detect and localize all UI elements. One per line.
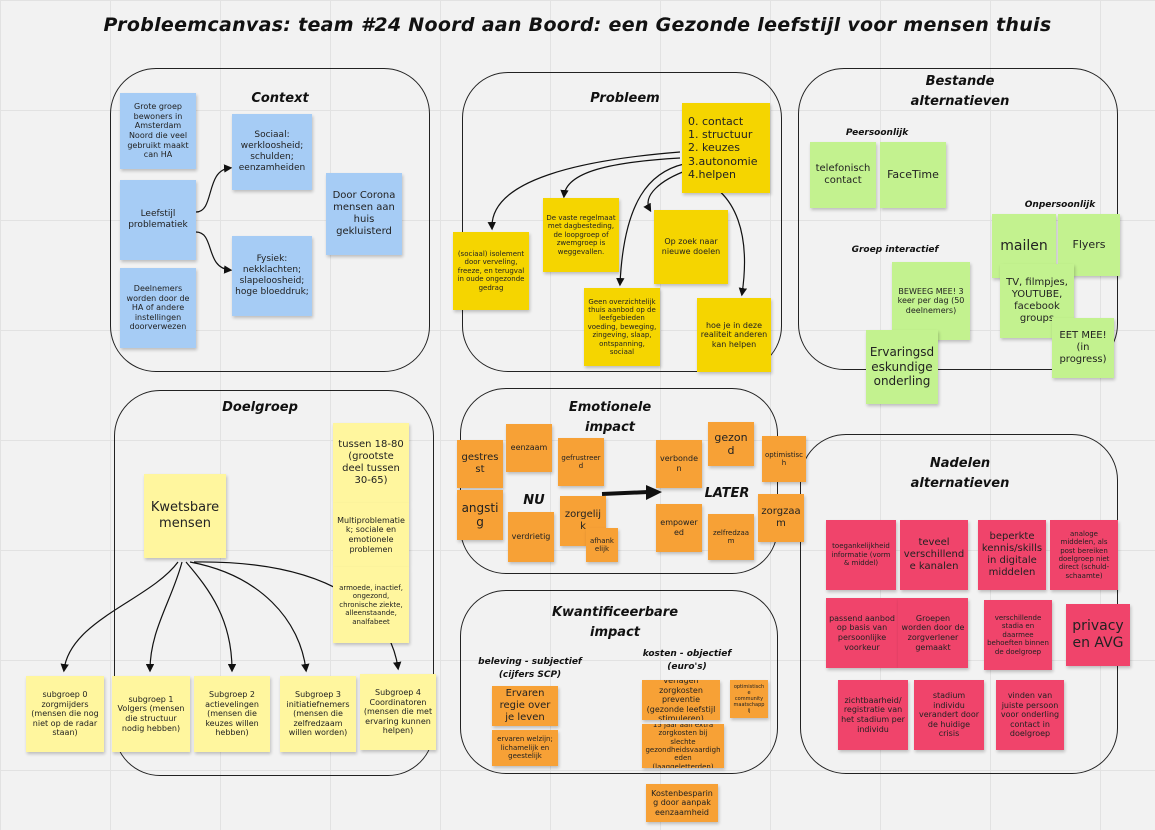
note-subgroep-2[interactable]: Subgroep 2 actievelingen (mensen die keu… — [194, 676, 270, 752]
note-kw-regie[interactable]: Ervaren regie over je leven — [492, 686, 558, 726]
label-later: LATER — [704, 486, 750, 501]
section-heading-nadelen: Nadelen alternatieven — [910, 456, 1010, 491]
note-doelgroep-multiproblematiek[interactable]: Multiproblematiek; sociale en emotionele… — [333, 503, 409, 567]
note-subgroep-3[interactable]: Subgroep 3 initiatiefnemers (mensen die … — [280, 676, 356, 752]
note-probleem-overzicht[interactable]: Geen overzichtelijk thuis aanbod op de l… — [584, 288, 660, 366]
note-alt-facetime[interactable]: FaceTime — [880, 142, 946, 208]
arrow-probleem-doelen — [643, 169, 689, 213]
note-nad-passend[interactable]: passend aanbod op basis van persoonlijke… — [826, 598, 898, 668]
board-title: Probleemcanvas: team #24 Noord aan Boord… — [103, 14, 1052, 36]
note-context-corona[interactable]: Door Corona mensen aan huis gekluisterd — [326, 173, 402, 255]
section-heading-alternatieven: Bestande alternatieven — [910, 74, 1010, 109]
note-emo-verdrietig[interactable]: verdrietig — [508, 512, 554, 562]
note-subgroep-0[interactable]: subgroep 0 zorgmijders (mensen die nog n… — [26, 676, 104, 752]
frame-context — [110, 68, 430, 372]
note-alt-beweeg-mee[interactable]: BEWEEG MEE! 3 keer per dag (50 deelnemer… — [892, 262, 970, 340]
note-nad-stadia[interactable]: verschillende stadia en daarmee behoefte… — [984, 600, 1052, 670]
note-alt-telefonisch[interactable]: telefonisch contact — [810, 142, 876, 208]
note-nad-kanalen[interactable]: teveel verschillende kanalen — [900, 520, 968, 590]
note-doelgroep-kwetsbare[interactable]: Kwetsbare mensen — [144, 474, 226, 558]
note-nad-stadium[interactable]: stadium individu verandert door de huidi… — [914, 680, 984, 750]
arrow-context-sociaal — [195, 164, 233, 213]
note-nad-analoge[interactable]: analoge middelen, als post bereiken doel… — [1050, 520, 1118, 590]
note-kw-welzijn[interactable]: ervaren welzijn; lichamelijk en geesteli… — [492, 730, 558, 766]
note-emo-empowered[interactable]: empowered — [656, 504, 702, 552]
note-emo-afhankelijk[interactable]: afhankelijk — [586, 528, 618, 562]
arrow-probleem-isolement — [487, 151, 681, 231]
note-emo-zelfredzaam[interactable]: zelfredzaam — [708, 514, 754, 560]
note-nad-privacy[interactable]: privacy en AVG — [1066, 604, 1130, 666]
note-nad-toegankelijkheid[interactable]: toegankelijkheid informatie (vorm & midd… — [826, 520, 896, 590]
note-emo-optimistisch[interactable]: optimistisch — [762, 436, 806, 482]
arrow-probleem-regelmaat — [560, 157, 681, 199]
note-kw-optimistische[interactable]: optimistische community maatschappij — [730, 680, 768, 718]
label-nu: NU — [523, 493, 545, 508]
note-kw-zorgkosten[interactable]: verlagen zorgkosten preventie (gezonde l… — [642, 680, 720, 720]
note-emo-angstig[interactable]: angstig — [457, 490, 503, 540]
note-context-fysiek[interactable]: Fysiek: nekklachten; slapeloosheid; hoge… — [232, 236, 312, 316]
note-emo-gestresst[interactable]: gestresst — [457, 440, 503, 488]
sub-heading-kosten: kosten - objectief (euro's) — [642, 649, 732, 672]
note-context-grote-groep[interactable]: Grote groep bewoners in Amsterdam Noord … — [120, 93, 196, 169]
arrow-subgroep-1 — [145, 561, 183, 673]
note-nad-kennis[interactable]: beperkte kennis/skills in digitale midde… — [978, 520, 1046, 590]
note-nad-vinden[interactable]: vinden van juiste persoon voor onderling… — [996, 680, 1064, 750]
note-doelgroep-armoede[interactable]: armoede, inactief, ongezond, chronische … — [333, 567, 409, 643]
note-context-deelnemers[interactable]: Deelnemers worden door de HA of andere i… — [120, 268, 196, 348]
note-emo-zorgelijk[interactable]: zorgelijk — [560, 496, 606, 546]
note-emo-gezond[interactable]: gezond — [708, 422, 754, 466]
note-probleem-isolement[interactable]: (sociaal) isolement door verveling, free… — [453, 232, 529, 310]
sub-heading-persoonlijk: Peersoonlijk — [845, 128, 909, 138]
note-probleem-doelen[interactable]: Op zoek naar nieuwe doelen — [654, 210, 728, 284]
note-doelgroep-leeftijd[interactable]: tussen 18-80 (grootste deel tussen 30-65… — [333, 423, 409, 503]
note-context-sociaal[interactable]: Sociaal: werkloosheid; schulden; eenzamh… — [232, 114, 312, 190]
note-subgroep-1[interactable]: subgroep 1 Volgers (mensen die structuur… — [112, 676, 190, 752]
note-probleem-list[interactable]: 0. contact 1. structuur 2. keuzes 3.auto… — [682, 103, 770, 193]
note-nad-zichtbaarheid[interactable]: zichtbaarheid/ registratie van het stadi… — [838, 680, 908, 750]
section-heading-context: Context — [251, 91, 309, 106]
arrow-subgroep-2 — [185, 561, 237, 673]
note-probleem-helpen[interactable]: hoe je in deze realiteit anderen kan hel… — [697, 298, 771, 372]
note-emo-gefrustreerd[interactable]: gefrustreerd — [558, 438, 604, 486]
note-emo-verbonden[interactable]: verbonden — [656, 440, 702, 488]
note-probleem-regelmaat[interactable]: De vaste regelmaat met dagbesteding, de … — [543, 198, 619, 272]
frame-doelgroep — [114, 390, 434, 776]
note-emo-zorgzaam[interactable]: zorgzaam — [758, 494, 804, 542]
arrow-context-fysiek — [195, 231, 233, 274]
note-alt-ervaringsdeskundige[interactable]: Ervaringsdeskundige onderling — [866, 330, 938, 404]
arrow-nu-later — [601, 490, 649, 496]
section-heading-doelgroep: Doelgroep — [222, 400, 298, 415]
frame-kwantificeerbare — [460, 590, 778, 774]
sub-heading-onpersoonlijk: Onpersoonlijk — [1024, 200, 1096, 210]
note-context-leefstijl[interactable]: Leefstijl problematiek — [120, 180, 196, 260]
frame-probleem — [462, 72, 782, 372]
note-subgroep-4[interactable]: Subgroep 4 Coordinatoren (mensen die met… — [360, 674, 436, 750]
section-heading-kwantificeerbare: Kwantificeerbare impact — [551, 605, 679, 640]
arrow-subgroep-0 — [60, 561, 179, 673]
note-nad-groepen[interactable]: Groepen worden door de zorgverlener gema… — [898, 598, 968, 668]
arrow-subgroep-3 — [189, 561, 310, 673]
note-kw-15-jaar[interactable]: 15 jaar aan extra zorgkosten bij slechte… — [642, 724, 724, 768]
note-emo-eenzaam[interactable]: eenzaam — [506, 424, 552, 472]
sub-heading-groep: Groep interactief — [851, 245, 939, 255]
section-heading-probleem: Probleem — [590, 91, 660, 106]
note-alt-eet-mee[interactable]: EET MEE! (in progress) — [1052, 318, 1114, 378]
sub-heading-beleving: beleving - subjectief (cijfers SCP) — [478, 657, 582, 680]
arrow-probleem-overzicht — [616, 163, 685, 287]
note-kw-kostenbesparing[interactable]: Kostenbesparing door aanpak eenzaamheid — [646, 784, 718, 822]
section-heading-emotionele: Emotionele impact — [568, 400, 652, 435]
